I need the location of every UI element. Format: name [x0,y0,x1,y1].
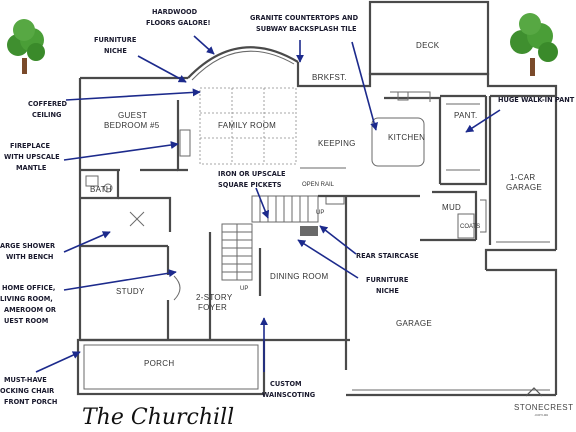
callout-wainscoting: CUSTOM WAINSCOTING [262,380,315,399]
callout-coffered: COFFERED CEILING [28,100,69,119]
callout-rocking-chair: MUST-HAVE OCKING CHAIR FRONT PORCH [0,376,57,406]
callouts: HARDWOOD FLOORS GALORE! GRANITE COUNTERT… [0,8,575,406]
room-family-room: FAMILY ROOM [218,121,276,130]
callout-iron-pickets: IRON OR UPSCALE SQUARE PICKETS [218,170,288,189]
room-one-car-garage-line2: GARAGE [506,183,542,192]
callout-shower: ARGE SHOWER WITH BENCH [0,242,57,261]
brand-logo: STONECREST .com.au [514,387,574,417]
tree-icon-left [7,19,45,74]
label-stair-up-front: UP [240,286,248,292]
room-garage: GARAGE [396,319,432,328]
callout-granite: GRANITE COUNTERTOPS AND SUBWAY BACKSPLAS… [250,14,360,33]
tree-icon-right [510,13,558,76]
room-guest-bedroom-line1: GUEST [118,111,147,120]
walls [76,0,558,397]
callout-walkin-pantry: HUGE WALK-IN PANT [498,96,575,104]
room-mud: MUD [442,203,461,212]
plan-title: The Churchill [82,405,234,430]
room-keeping: KEEPING [318,139,356,148]
brand-sub: .com.au [534,412,548,417]
label-stair-up-rear: UP [316,210,324,216]
callout-furniture-niche-top: FURNITURE NICHE [94,36,139,55]
label-open-rail: OPEN RAIL [302,182,335,188]
room-one-car-garage-line1: 1-CAR [510,173,536,182]
room-guest-bedroom-line2: BEDROOM #5 [104,121,160,130]
callout-arrows [35,35,501,373]
room-dining-room: DINING ROOM [270,272,328,281]
room-study: STUDY [116,287,145,296]
callout-furniture-niche-dining: FURNITURE NICHE [366,276,411,295]
callout-fireplace: FIREPLACE WITH UPSCALE MANTLE [4,142,62,172]
callout-hardwood: HARDWOOD FLOORS GALORE! [146,8,210,27]
room-kitchen: KITCHEN [388,133,425,142]
room-foyer-line2: FOYER [198,303,227,312]
room-deck: DECK [416,41,440,50]
room-coats: COATS [460,224,480,230]
room-porch: PORCH [144,359,174,368]
callout-home-office: HOME OFFICE, LIVING ROOM, AMEROOM OR UES… [0,284,58,325]
brand-name: STONECREST [514,403,574,412]
room-bath: BATH [90,185,112,194]
room-brkfst: BRKFST. [312,73,347,82]
callout-rear-staircase: REAR STAIRCASE [356,252,419,260]
room-labels: DECK BRKFST. KEEPING KITCHEN PANT. GUEST… [90,41,542,368]
room-pantry: PANT. [454,111,478,120]
room-foyer-line1: 2-STORY [196,293,233,302]
